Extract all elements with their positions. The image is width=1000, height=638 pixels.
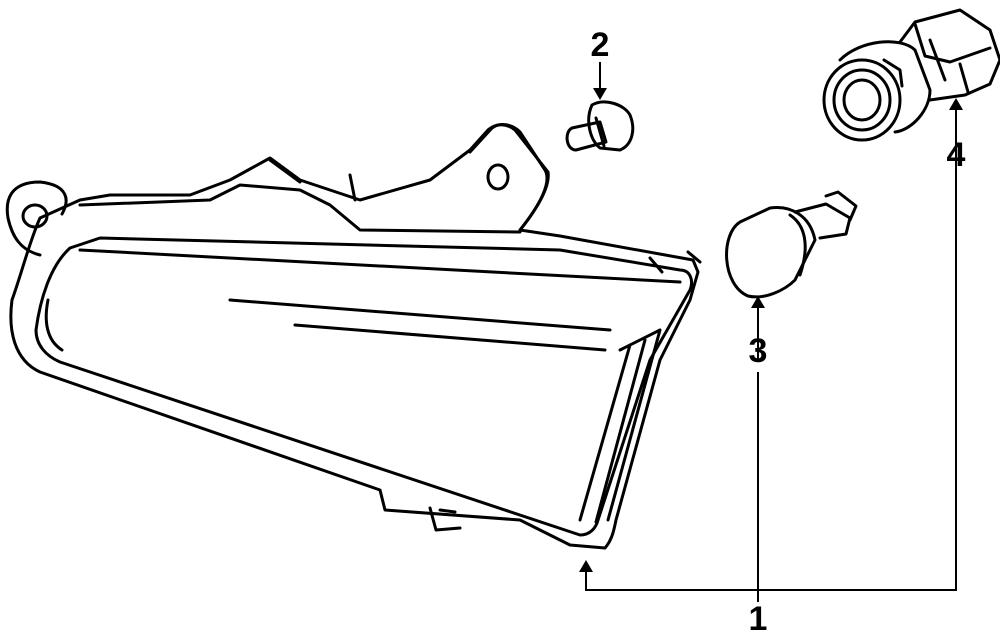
bulb-drawing	[725, 190, 858, 299]
screw-drawing	[565, 100, 635, 152]
arrowhead-4	[949, 98, 963, 110]
callout-1: 1	[748, 600, 768, 638]
bracket-line-1	[585, 170, 957, 591]
callout-2: 2	[590, 26, 610, 64]
socket-drawing	[822, 8, 1000, 142]
arrowhead-1	[579, 560, 593, 572]
arrowhead-2	[593, 88, 607, 100]
lamp-housing-drawing	[5, 123, 702, 550]
callout-3: 3	[748, 332, 768, 370]
arrowhead-3	[751, 296, 765, 308]
callout-4: 4	[946, 136, 966, 174]
